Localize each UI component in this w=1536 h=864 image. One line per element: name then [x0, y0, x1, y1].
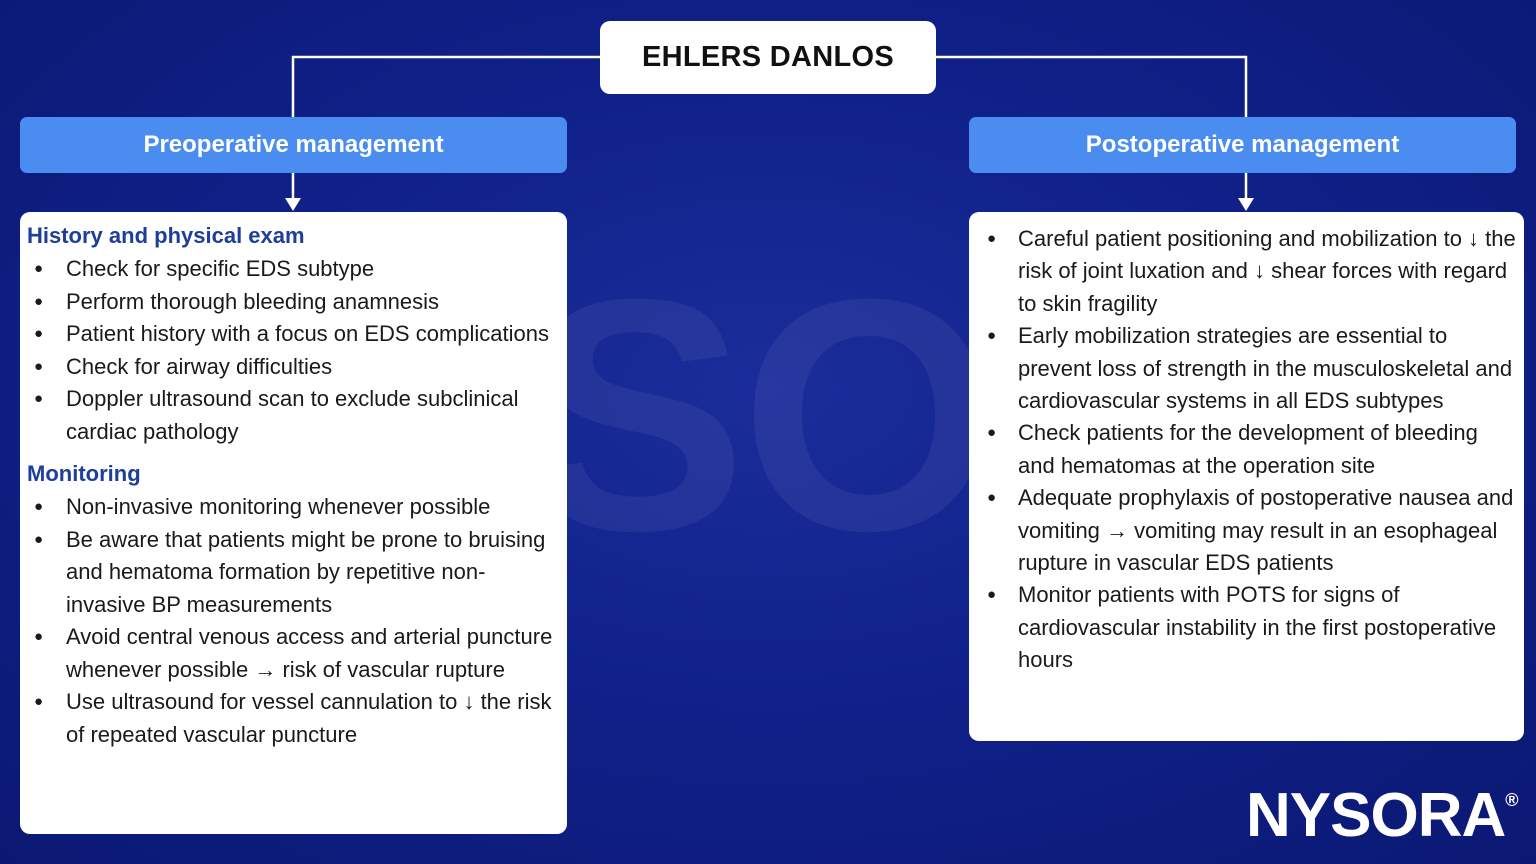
connector-right [936, 55, 1248, 117]
registered-mark: ® [1505, 790, 1519, 810]
section-heading-history: History and physical exam [27, 223, 305, 248]
list-item: Monitor patients with POTS for signs of … [982, 579, 1516, 676]
list-item: Early mobilization strategies are essent… [982, 320, 1516, 417]
postoperative-header: Postoperative management [969, 117, 1516, 173]
list-item: Doppler ultrasound scan to exclude subcl… [27, 383, 559, 448]
diagram-title: EHLERS DANLOS [600, 21, 936, 94]
list-item: Non-invasive monitoring whenever possibl… [27, 491, 559, 524]
brand-name: NYSORA [1246, 781, 1506, 850]
list-item: Use ultrasound for vessel cannulation to… [27, 686, 559, 751]
postoperative-list: Careful patient positioning and mobiliza… [982, 223, 1516, 677]
section-heading-monitoring: Monitoring [27, 461, 141, 486]
list-item: Check patients for the development of bl… [982, 417, 1516, 482]
list-item: Check for specific EDS subtype [27, 253, 559, 286]
monitoring-list: Non-invasive monitoring whenever possibl… [27, 491, 559, 751]
list-item: Perform thorough bleeding anamnesis [27, 286, 559, 319]
preoperative-header: Preoperative management [20, 117, 567, 173]
arrow-down-icon [285, 198, 301, 211]
list-item: Avoid central venous access and arterial… [27, 621, 559, 686]
history-list: Check for specific EDS subtype Perform t… [27, 253, 559, 448]
list-item: Careful patient positioning and mobiliza… [982, 223, 1516, 320]
list-item: Patient history with a focus on EDS comp… [27, 318, 559, 351]
nysora-logo: NYSORA® [1246, 785, 1519, 847]
list-item: Check for airway difficulties [27, 351, 559, 384]
preoperative-panel: History and physical exam Check for spec… [20, 212, 567, 834]
arrow-down-icon [1238, 198, 1254, 211]
postoperative-panel: Careful patient positioning and mobiliza… [969, 212, 1524, 741]
list-item: Adequate prophylaxis of postoperative na… [982, 482, 1516, 579]
list-item: Be aware that patients might be prone to… [27, 524, 559, 622]
connector-left [291, 55, 600, 117]
